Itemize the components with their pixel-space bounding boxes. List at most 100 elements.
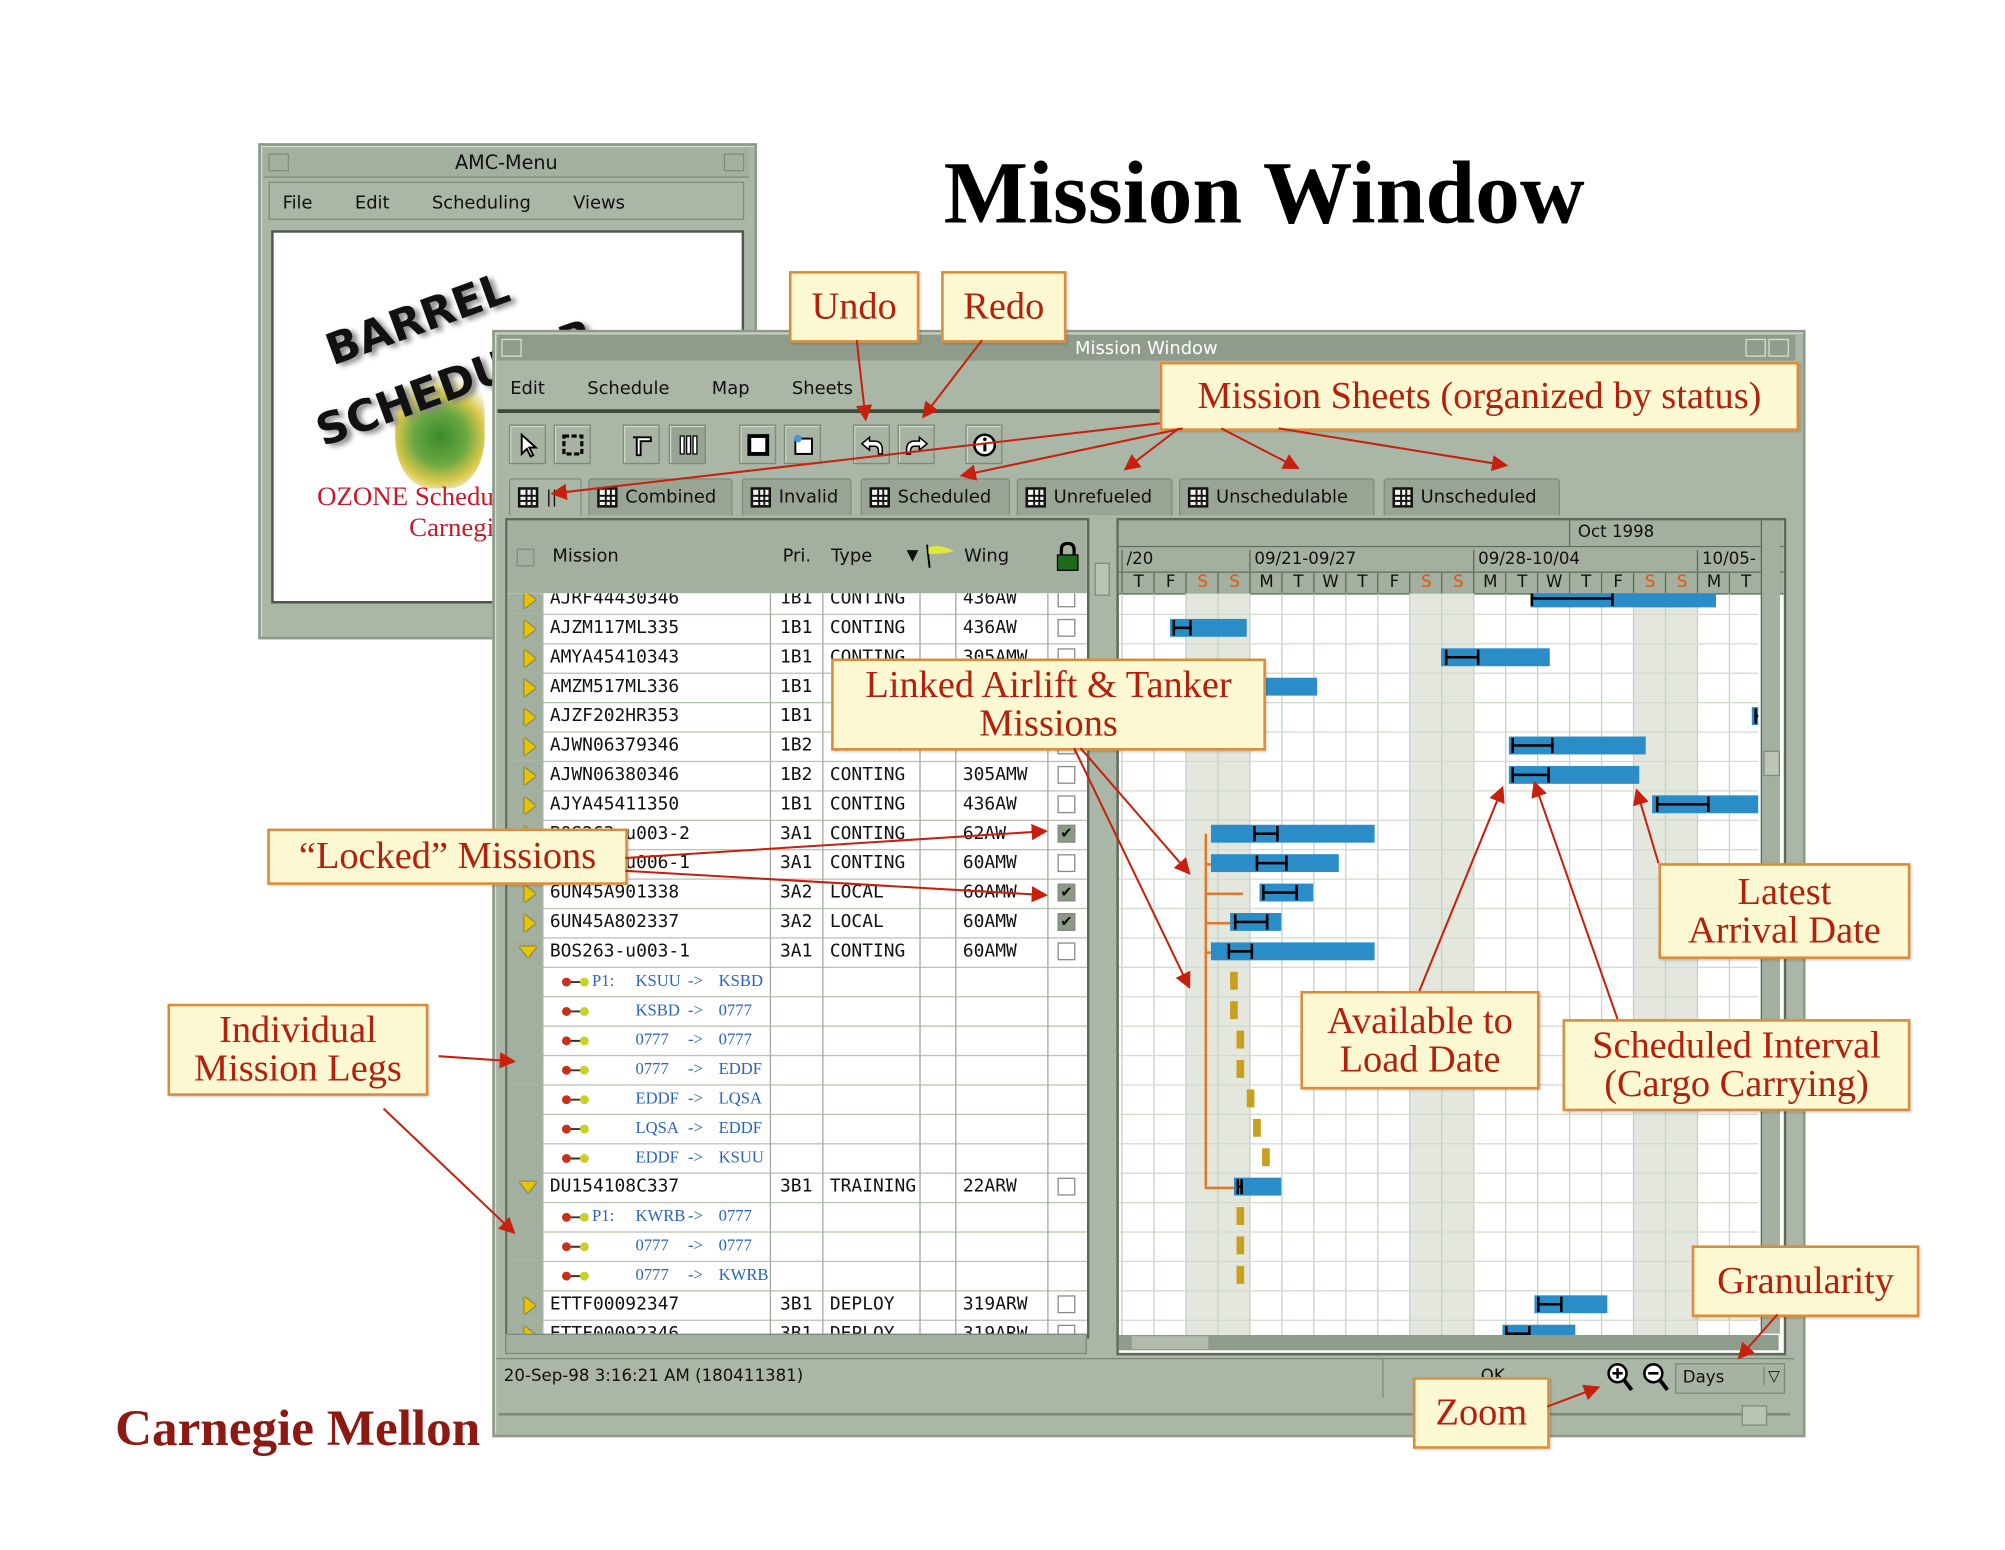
leg-row[interactable]: 0777->0777 — [507, 1025, 1087, 1057]
select-box-tool-button[interactable] — [553, 424, 591, 465]
scheduled-interval-bar[interactable] — [1441, 648, 1550, 667]
expand-toggle-icon[interactable] — [524, 737, 536, 756]
undo-button[interactable] — [852, 424, 890, 465]
collapse-toggle-icon[interactable] — [519, 946, 538, 958]
pin-tool-button[interactable] — [622, 424, 660, 465]
menu-scheduling[interactable]: Scheduling — [431, 193, 531, 214]
table-horizontal-scrollbar[interactable] — [505, 1333, 1087, 1355]
column-header-type[interactable]: Type — [831, 546, 873, 567]
scheduled-interval-bar[interactable] — [1530, 593, 1717, 608]
leg-row[interactable]: P1:KSUU->KSBD — [507, 966, 1087, 998]
maximize-button[interactable] — [723, 153, 745, 172]
column-header-mission[interactable]: Mission — [552, 546, 619, 567]
mission-window-titlebar[interactable]: Mission Window — [497, 335, 1796, 361]
redo-button[interactable] — [897, 424, 935, 465]
tab-scheduled[interactable]: Scheduled — [860, 478, 1011, 516]
lock-checkbox[interactable] — [1057, 942, 1076, 961]
leg-row[interactable]: LQSA->EDDF — [507, 1113, 1087, 1145]
expand-toggle-icon[interactable] — [524, 767, 536, 786]
minimize-button[interactable] — [1745, 338, 1766, 357]
lock-checkbox[interactable]: ✔ — [1057, 824, 1076, 843]
window-menu-button[interactable] — [501, 338, 522, 357]
expand-toggle-icon[interactable] — [524, 678, 536, 697]
lock-checkbox[interactable] — [1057, 1324, 1076, 1337]
pointer-tool-button[interactable] — [508, 424, 547, 465]
info-button[interactable] — [965, 424, 1003, 465]
menu-views[interactable]: Views — [573, 193, 625, 214]
leg-row[interactable]: 0777->0777 — [507, 1231, 1087, 1263]
menu-file[interactable]: File — [282, 193, 313, 214]
lock-checkbox[interactable] — [1057, 1295, 1076, 1314]
expand-toggle-icon[interactable] — [524, 593, 536, 609]
expand-toggle-icon[interactable] — [524, 884, 536, 903]
zoom-out-icon[interactable] — [1642, 1362, 1670, 1393]
scheduled-interval-bar[interactable] — [1265, 677, 1317, 696]
collapse-toggle-icon[interactable] — [519, 1181, 538, 1194]
leg-row[interactable]: EDDF->KSUU — [507, 1143, 1087, 1174]
lock-checkbox[interactable] — [1057, 854, 1076, 873]
menu-map[interactable]: Map — [711, 378, 750, 399]
leg-row[interactable]: 0777->EDDF — [507, 1054, 1087, 1086]
tab-unrefueled[interactable]: Unrefueled — [1016, 478, 1173, 516]
columns-tool-button[interactable] — [668, 424, 706, 465]
scheduled-interval-bar[interactable] — [1210, 824, 1374, 843]
expand-toggle-icon[interactable] — [524, 708, 536, 727]
expand-toggle-icon[interactable] — [524, 1296, 536, 1315]
scheduled-interval-bar[interactable] — [1508, 765, 1640, 784]
menu-sheets[interactable]: Sheets — [791, 378, 853, 399]
tab-all[interactable]: || — [508, 478, 582, 516]
scheduled-interval-bar[interactable] — [1169, 618, 1247, 637]
column-header-pri[interactable]: Pri. — [782, 546, 812, 567]
tab-combined[interactable]: Combined — [588, 478, 733, 516]
splitter-handle[interactable] — [1094, 562, 1110, 596]
expand-toggle-icon[interactable] — [524, 914, 536, 933]
window-menu-button[interactable] — [268, 153, 289, 172]
select-all-checkbox[interactable] — [516, 548, 535, 567]
slider-handle[interactable] — [1741, 1405, 1768, 1426]
window-bottom-slider[interactable] — [498, 1412, 1791, 1416]
granularity-dropdown[interactable]: Days ▽ — [1675, 1363, 1786, 1394]
tab-unschedulable[interactable]: Unschedulable — [1178, 478, 1375, 516]
column-header-wing[interactable]: Wing — [964, 546, 1010, 567]
leg-row[interactable]: P1:KWRB->0777 — [507, 1201, 1087, 1233]
fit-tool-button[interactable] — [739, 424, 777, 465]
expand-toggle-icon[interactable] — [524, 649, 536, 668]
tab-invalid[interactable]: Invalid — [741, 478, 852, 516]
lock-icon[interactable] — [1055, 541, 1081, 572]
gantt-horizontal-scrollbar[interactable] — [1118, 1334, 1779, 1351]
note-tool-button[interactable] — [783, 424, 821, 465]
scroll-thumb[interactable] — [1763, 750, 1780, 777]
flag-icon[interactable] — [923, 543, 956, 569]
leg-row[interactable]: EDDF->LQSA — [507, 1084, 1087, 1116]
lock-checkbox[interactable]: ✔ — [1057, 884, 1076, 902]
scheduled-interval-bar[interactable] — [1533, 1295, 1608, 1314]
scheduled-interval-bar[interactable] — [1233, 1177, 1282, 1196]
scheduled-interval-bar[interactable] — [1508, 736, 1646, 755]
menu-edit[interactable]: Edit — [510, 378, 545, 399]
menu-schedule[interactable]: Schedule — [587, 378, 670, 399]
expand-toggle-icon[interactable] — [524, 1326, 536, 1337]
scheduled-interval-bar[interactable] — [1501, 1324, 1576, 1335]
lock-checkbox[interactable] — [1057, 593, 1076, 608]
sort-descending-icon[interactable]: ▼ — [906, 546, 919, 564]
expand-toggle-icon[interactable] — [524, 796, 536, 815]
scroll-thumb[interactable] — [1131, 1336, 1209, 1350]
lock-checkbox[interactable]: ✔ — [1057, 913, 1076, 931]
zoom-in-icon[interactable] — [1606, 1362, 1634, 1393]
maximize-button[interactable] — [1768, 338, 1789, 357]
tab-unscheduled[interactable]: Unscheduled — [1383, 478, 1561, 516]
menu-edit[interactable]: Edit — [354, 193, 390, 214]
lock-checkbox[interactable] — [1057, 1177, 1076, 1196]
expand-toggle-icon[interactable] — [524, 620, 536, 639]
lock-checkbox[interactable] — [1057, 618, 1076, 637]
leg-row[interactable]: 0777->KWRB — [507, 1260, 1087, 1292]
